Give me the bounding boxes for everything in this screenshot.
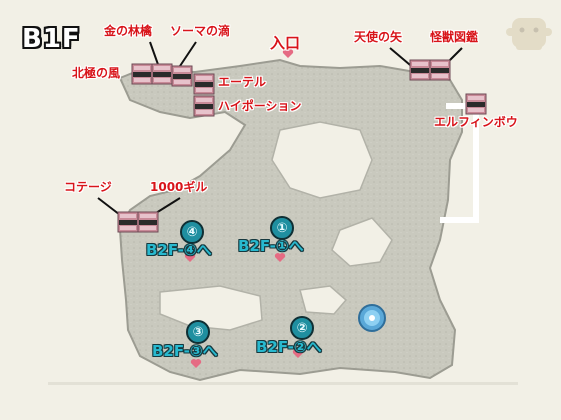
treasure-chest-icon[interactable] bbox=[151, 63, 173, 85]
item-label-gold-apple: 金の林檎 bbox=[104, 24, 153, 38]
treasure-chest-icon[interactable] bbox=[409, 59, 431, 81]
stair-link-b2f-3[interactable]: B2F-③へ bbox=[152, 342, 218, 360]
rock-pocket bbox=[331, 217, 393, 267]
item-label-soma-drop: ソーマの滴 bbox=[170, 24, 231, 38]
item-label-1000-gil: 1000ギル bbox=[150, 180, 208, 194]
item-label-angel-arrow: 天使の矢 bbox=[354, 30, 403, 44]
floor-edge bbox=[48, 382, 518, 385]
treasure-chest-icon[interactable] bbox=[193, 95, 215, 117]
marker-hearts bbox=[184, 49, 304, 368]
item-label-north-wind: 北極の風 bbox=[72, 66, 121, 80]
treasure-chest-icon[interactable] bbox=[137, 211, 159, 233]
stair-marker-icon: ② bbox=[290, 316, 314, 340]
moogle-logo-icon bbox=[506, 18, 552, 50]
stair-marker-icon: ④ bbox=[180, 220, 204, 244]
item-label-hi-potion: ハイポーション bbox=[218, 99, 302, 113]
rock-pocket bbox=[159, 285, 263, 331]
entrance-label: 入口 bbox=[270, 34, 301, 52]
stair-marker-icon: ① bbox=[270, 216, 294, 240]
treasure-chest-icon[interactable] bbox=[171, 65, 193, 87]
treasure-chest-icon[interactable] bbox=[131, 63, 153, 85]
floor-title: B1F bbox=[22, 24, 81, 54]
item-label-ether: エーテル bbox=[218, 75, 267, 89]
treasure-chest-icon[interactable] bbox=[117, 211, 139, 233]
treasure-chest-icon[interactable] bbox=[465, 93, 487, 115]
rock-pocket bbox=[271, 121, 373, 199]
item-label-elfin-bow: エルフィンボウ bbox=[434, 115, 518, 129]
hidden-passage bbox=[440, 103, 479, 223]
treasure-chest-icon[interactable] bbox=[429, 59, 451, 81]
stair-link-b2f-2[interactable]: B2F-②へ bbox=[256, 338, 322, 356]
item-label-monster-book: 怪獣図鑑 bbox=[430, 30, 479, 44]
item-label-cottage: コテージ bbox=[64, 180, 112, 194]
stair-marker-icon: ③ bbox=[186, 320, 210, 344]
save-point-icon[interactable] bbox=[358, 304, 386, 332]
rock-pocket bbox=[299, 285, 348, 315]
treasure-chest-icon[interactable] bbox=[193, 73, 215, 95]
stair-link-b2f-1[interactable]: B2F-①へ bbox=[238, 237, 304, 255]
stair-link-b2f-4[interactable]: B2F-④へ bbox=[146, 241, 212, 259]
